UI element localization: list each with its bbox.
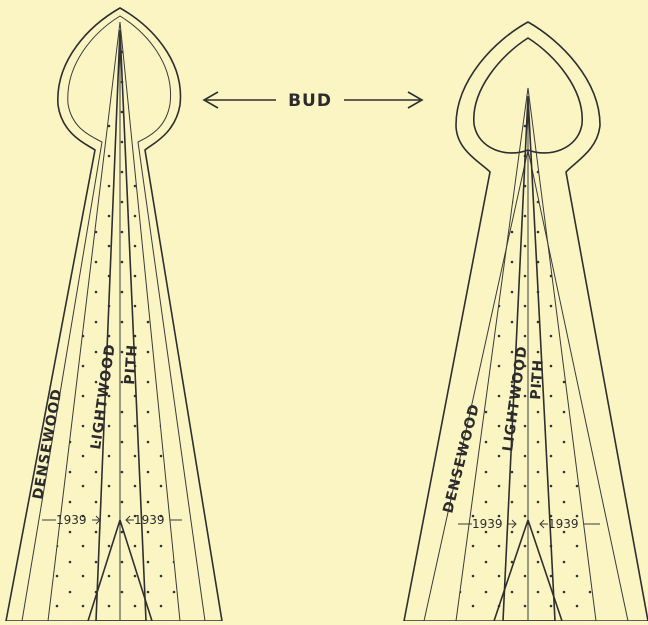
bud-label: BUD (288, 91, 332, 111)
left-pith-label: PITH (122, 344, 141, 386)
bud-callout: BUD (204, 91, 422, 111)
left-year-right: 1939 (134, 513, 165, 527)
left-densewood-label: DENSEWOOD (30, 387, 65, 500)
right-pith-label: PITH (528, 359, 547, 401)
left-bud (6, 8, 222, 621)
right-year-left: 1939 (472, 517, 503, 531)
left-year-left: 1939 (56, 513, 87, 527)
right-bud (404, 22, 648, 621)
right-year-right: 1939 (548, 517, 579, 531)
